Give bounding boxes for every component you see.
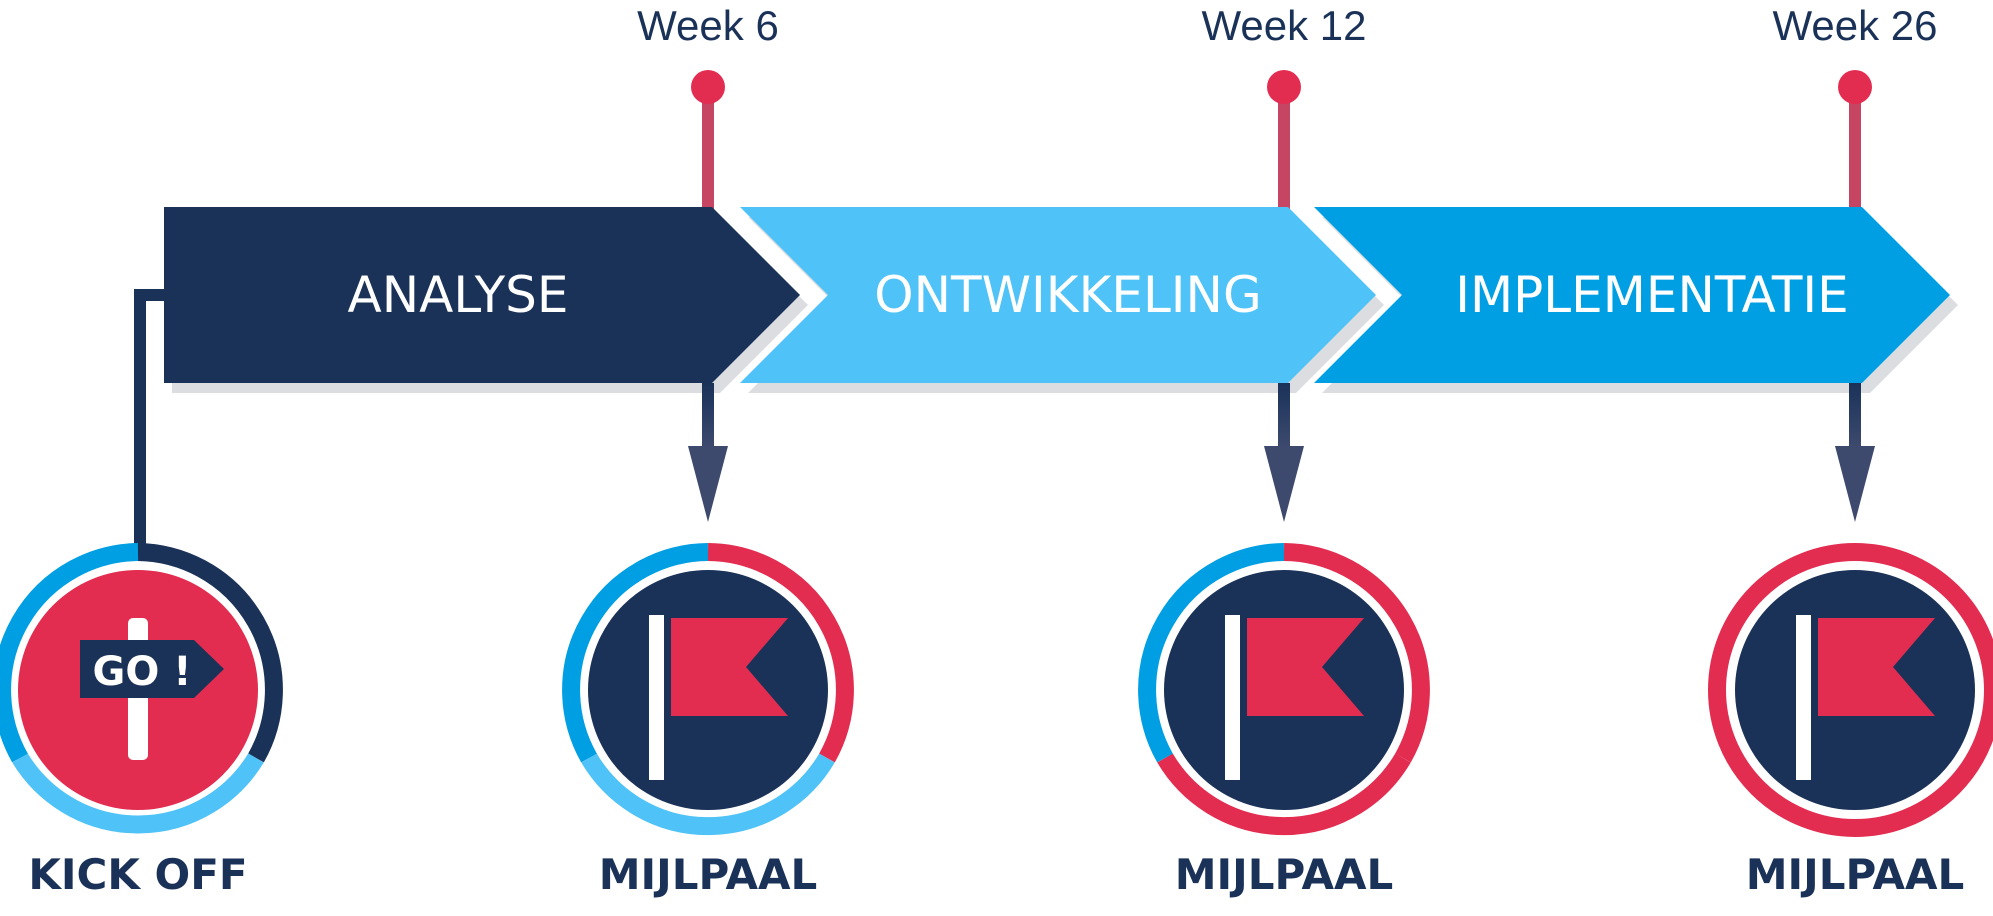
phase-arrow-analyse xyxy=(164,207,800,383)
signpost-icon: GO ! xyxy=(80,618,224,760)
phase-label-implementatie: IMPLEMENTATIE xyxy=(1455,266,1848,324)
flag-icon xyxy=(1796,615,1935,780)
down-arrow-icon xyxy=(688,383,728,522)
signpost-text: GO ! xyxy=(92,649,191,695)
week-12-label: Week 12 xyxy=(1202,2,1367,49)
down-arrow-icon xyxy=(1835,383,1875,522)
week-pin xyxy=(1267,70,1301,212)
phase-arrow-implementatie xyxy=(1314,207,1950,383)
week-pin xyxy=(691,70,725,212)
kickoff-label: KICK OFF xyxy=(28,850,247,899)
down-arrow-icon xyxy=(1264,383,1304,522)
phase-label-analyse: ANALYSE xyxy=(348,266,569,324)
milestone-badge xyxy=(1138,543,1430,836)
phase-label-ontwikkeling: ONTWIKKELING xyxy=(874,266,1261,324)
milestone-badge xyxy=(562,543,854,836)
flag-icon xyxy=(1225,615,1364,780)
kickoff-badge: GO ! xyxy=(0,543,283,834)
week-pin xyxy=(1838,70,1872,212)
milestone-label: MIJLPAAL xyxy=(1175,850,1394,899)
milestone-badge xyxy=(1708,543,1993,837)
phase-arrow-ontwikkeling xyxy=(740,207,1376,383)
milestone-label: MIJLPAAL xyxy=(1746,850,1965,899)
kickoff-connector xyxy=(134,289,168,555)
week-6-label: Week 6 xyxy=(637,2,779,49)
flag-icon xyxy=(649,615,788,780)
milestone-label: MIJLPAAL xyxy=(599,850,818,899)
week-26-label: Week 26 xyxy=(1773,2,1938,49)
